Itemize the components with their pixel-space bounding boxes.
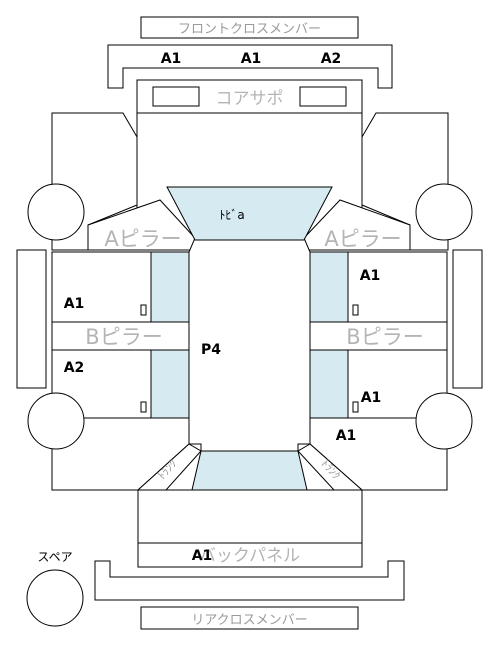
left-rear-door-grade: A2 <box>64 360 85 376</box>
b-pillar-right-label: Bピラー <box>346 325 423 349</box>
spare-label: スペア <box>37 550 72 564</box>
wheel-front-left <box>27 183 85 241</box>
left-rear-door-handle <box>140 401 147 413</box>
rear-window <box>191 450 308 491</box>
side-skirt-left <box>16 249 47 389</box>
b-pillar-left-label: Bピラー <box>85 325 162 349</box>
back-panel <box>137 542 363 568</box>
spare-tire <box>26 569 84 627</box>
rear-cross-member-box <box>140 606 359 630</box>
wheel-rear-right <box>415 392 473 450</box>
a-pillar-left-label: Aピラー <box>104 227 181 251</box>
b-pillar-right <box>309 321 448 351</box>
trunk-lid <box>137 489 363 544</box>
roof-grade: P4 <box>201 342 221 358</box>
rear-cross-member-label: リアクロスメンバー <box>191 613 307 628</box>
side-skirt-right <box>452 249 483 389</box>
front-member-right-grade: A2 <box>321 51 342 67</box>
front-cross-member-box <box>140 16 359 39</box>
headlight-right <box>299 86 347 107</box>
rear-bumper-bracket <box>94 560 405 601</box>
right-rear-window <box>309 349 349 419</box>
front-bumper-bracket <box>107 44 393 89</box>
wheel-front-right <box>415 183 473 241</box>
wheel-rear-left <box>27 392 85 450</box>
headlight-left <box>152 86 200 107</box>
front-member-center-grade: A1 <box>241 51 262 67</box>
a-pillar-right-label: Aピラー <box>324 227 401 251</box>
right-quarter-grade: A1 <box>336 428 357 444</box>
back-panel-label: バックパネル <box>199 546 300 566</box>
front-member-left-grade: A1 <box>161 51 182 67</box>
windshield <box>166 186 333 241</box>
right-front-door-grade: A1 <box>360 268 381 284</box>
b-pillar-left <box>51 321 190 351</box>
right-rear-door-handle <box>352 401 359 413</box>
roof-front-label: ﾄﾋﾞa <box>219 208 244 222</box>
back-panel-grade: A1 <box>192 548 213 564</box>
front-cross-member-label: フロントクロスメンバー <box>178 22 321 37</box>
right-front-window <box>309 251 349 323</box>
left-front-window <box>150 251 190 323</box>
right-rear-door-grade: A1 <box>361 390 382 406</box>
left-front-door-handle <box>140 304 147 316</box>
left-rear-window <box>150 349 190 419</box>
right-front-door-handle <box>352 304 359 316</box>
core-support-label: コアサポ <box>216 89 284 109</box>
left-front-door-grade: A1 <box>64 296 85 312</box>
